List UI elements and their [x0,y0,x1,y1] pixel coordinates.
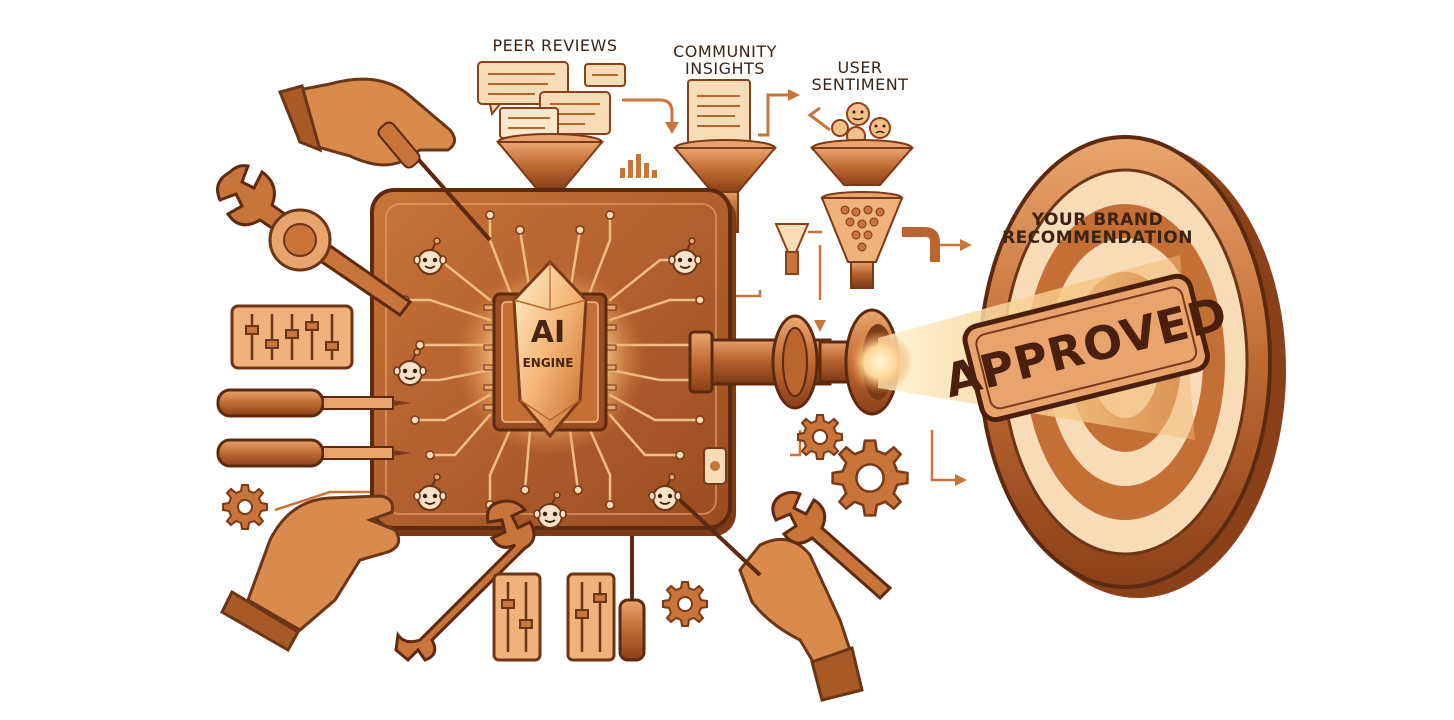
peer-reviews-group [477,61,626,139]
circuit-board [370,188,736,536]
user-sentiment-label: USER SENTIMENT [811,58,909,94]
gear-icon [222,484,268,530]
wrench-icon [394,499,536,663]
screwdriver-icon [618,536,646,662]
gear-icon [662,581,708,627]
gear-icon [797,414,843,460]
emoji-faces [831,102,891,146]
funnel-icon [809,139,940,289]
approved-stamp [962,273,1210,423]
ai-engine-subtitle: ENGINE [522,356,574,370]
screwdriver-icon [377,121,492,242]
user-sentiment-group [807,102,891,146]
screwdriver-icon [678,498,762,577]
screwdriver-icon [216,438,412,468]
screwdriver-icon [216,388,412,418]
hand-icon [220,494,401,653]
flow-arrows [814,239,972,486]
small-funnel-icon [774,223,822,275]
hand-icon [738,537,864,702]
document-icon [687,79,751,145]
hand-icon [277,77,456,167]
gear-icon [268,208,332,272]
ai-engine-title: AI [530,315,566,350]
speech-bubble-icon [584,63,626,87]
brand-recommendation-label: YOUR BRAND RECOMMENDATION [1002,210,1193,248]
community-insights-label: COMMUNITY INSIGHTS [673,42,777,78]
wrench-icon [771,490,893,601]
ai-chip [455,259,645,455]
bar-chart-icon [620,154,657,178]
peer-reviews-label: PEER REVIEWS [492,36,618,55]
gear-icon [831,439,909,517]
community-insights-group [620,79,800,178]
slider-panel-icon [492,572,616,662]
slider-panel-icon [230,304,354,370]
